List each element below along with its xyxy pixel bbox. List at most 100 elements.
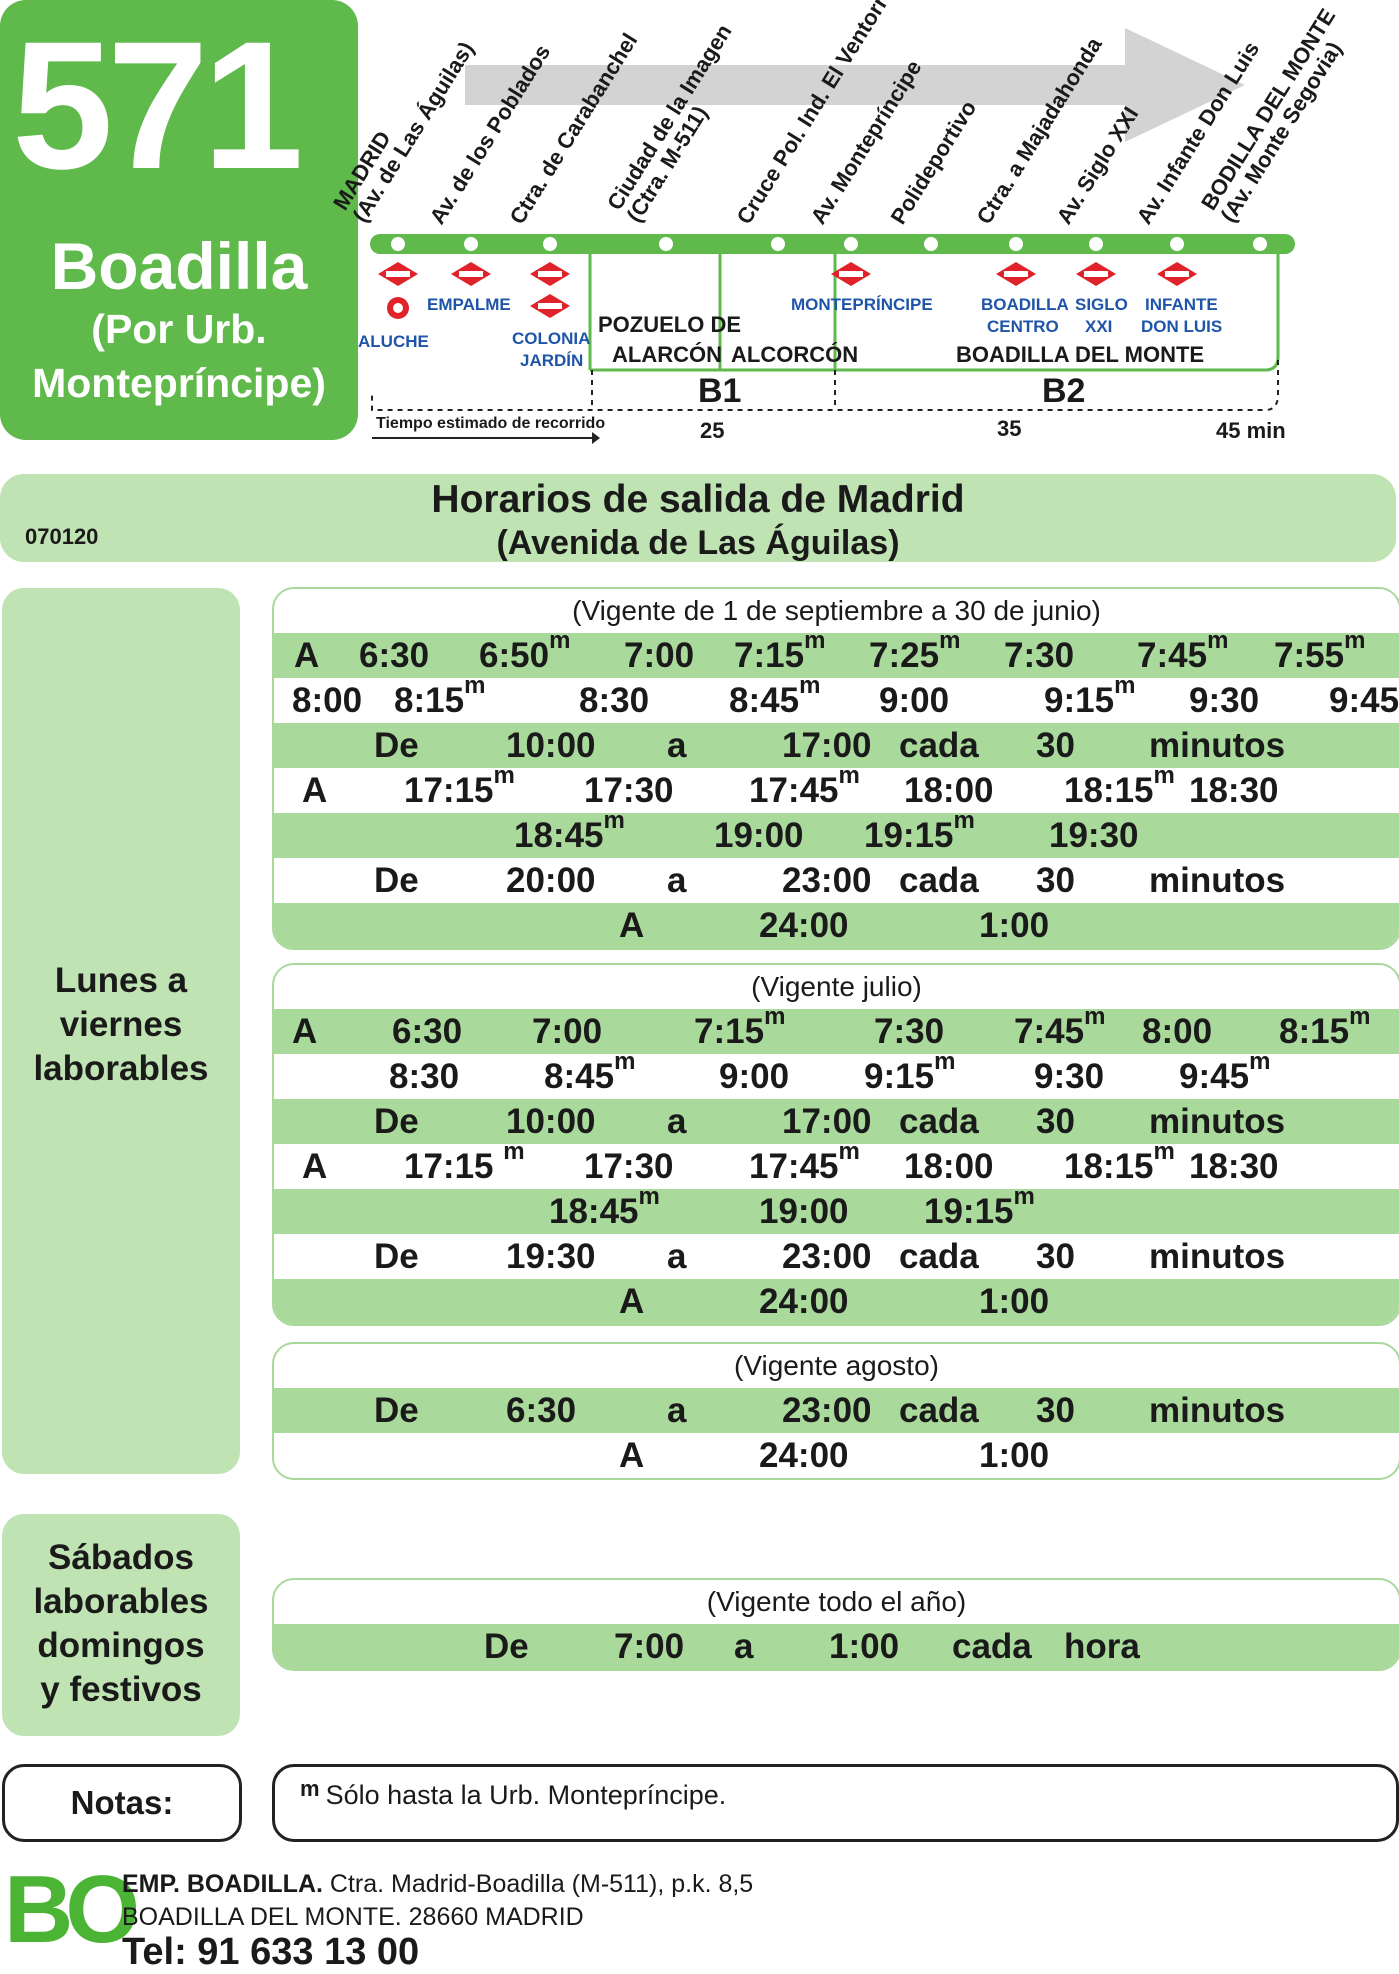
schedule-time: 24:00 — [759, 906, 849, 945]
schedule-time: 9:00 — [719, 1057, 790, 1096]
schedule-time: 18:00 — [904, 1147, 994, 1186]
schedule-cell: 7:30 — [1004, 633, 1074, 678]
schedule-cell: 7:00 — [624, 633, 694, 678]
schedule-cell: cada — [899, 723, 979, 768]
route-via-line1: (Por Urb. — [91, 306, 267, 352]
schedule-cell: 7:00 — [532, 1009, 602, 1054]
schedule-cell: 30 — [1036, 1099, 1075, 1144]
schedule-time: 7:45 — [1014, 1012, 1085, 1051]
schedule-time: 1:00 — [979, 906, 1050, 945]
schedule-time: 20:00 — [506, 861, 596, 900]
route-badge — [0, 0, 358, 440]
schedule-cell: 24:00 — [759, 1279, 849, 1324]
partial-route-mark: m — [838, 762, 860, 789]
partial-route-mark: m — [638, 1183, 660, 1210]
partial-route-mark: m — [1084, 1003, 1106, 1030]
schedule-time: a — [667, 1102, 687, 1141]
partial-route-mark: m — [603, 807, 625, 834]
schedule-time: 1:00 — [979, 1436, 1050, 1475]
schedule-cell: a — [667, 1234, 686, 1279]
connection-boadilla-centro-2: CENTRO — [987, 317, 1059, 336]
partial-route-mark: m — [1013, 1183, 1035, 1210]
weekdays-label-box: Lunes a viernes laborables — [2, 588, 240, 1474]
route-via-line2: Montepríncipe) — [32, 360, 326, 406]
schedule-time: De — [484, 1627, 529, 1666]
schedule-cell: 9:30 — [1189, 678, 1259, 723]
schedule-time: A — [619, 1282, 645, 1321]
schedule-cell: 30 — [1036, 858, 1075, 903]
partial-route-mark: m — [1153, 762, 1175, 789]
schedule-time: 8:45 — [544, 1057, 615, 1096]
schedule-time: 7:30 — [1004, 636, 1075, 675]
schedule-time: a — [667, 1237, 687, 1276]
schedule-time: A — [619, 906, 645, 945]
route-diagram — [370, 234, 1295, 444]
schedule-time: 17:15 — [404, 771, 494, 810]
schedule-time: cada — [899, 1391, 979, 1430]
schedule-cell: 6:30 — [359, 633, 429, 678]
connection-infante-1: INFANTE — [1145, 295, 1218, 314]
schedule-validity: (Vigente todo el año) — [706, 1586, 967, 1617]
schedule-cell: 8:00 — [292, 678, 362, 723]
partial-route-mark: m — [1153, 1138, 1175, 1165]
schedule-cell: 18:45m — [549, 1185, 660, 1234]
schedule-cell: A — [619, 1433, 644, 1478]
schedule-cell: 17:00 — [782, 723, 872, 768]
schedule-cell: 20:00 — [506, 858, 596, 903]
schedule-cell: 18:15m — [1064, 764, 1175, 813]
schedule-cell: A — [302, 1144, 327, 1189]
schedule-time: A — [302, 771, 328, 810]
schedule-cell: minutos — [1149, 723, 1285, 768]
schedule-validity: (Vigente julio) — [751, 971, 922, 1002]
page-subtitle: (Avenida de Las Águilas) — [496, 524, 900, 562]
schedule-time: 18:00 — [904, 771, 994, 810]
schedule-time: 17:30 — [584, 771, 674, 810]
schedule-time: 7:00 — [614, 1627, 685, 1666]
schedule-time: A — [294, 636, 320, 675]
schedule-cell: De — [374, 1099, 419, 1144]
schedule-row: A 24:00 1:00 — [274, 1279, 1399, 1324]
schedule-cell: 8:15m — [1279, 1005, 1370, 1054]
schedule-time: 7:25 — [869, 636, 940, 675]
schedule-time: 10:00 — [506, 1102, 596, 1141]
schedule-time: 18:45 — [549, 1192, 639, 1231]
company-line: EMP. BOADILLA. Ctra. Madrid-Boadilla (M-… — [122, 1870, 753, 1899]
schedule-time: A — [302, 1147, 328, 1186]
schedule-time: 9:45 — [1179, 1057, 1250, 1096]
municipality-pozuelo-1: POZUELO DE — [598, 312, 742, 337]
connection-infante-2: DON LUIS — [1141, 317, 1223, 336]
schedule-time: 24:00 — [759, 1282, 849, 1321]
company-name: EMP. BOADILLA. — [122, 1870, 323, 1898]
partial-route-mark: m — [953, 807, 975, 834]
schedule-cell: 9:15m — [864, 1050, 955, 1099]
schedule-time: 30 — [1036, 1391, 1075, 1430]
schedule-time: 17:00 — [782, 726, 872, 765]
schedule-time: 8:15 — [1279, 1012, 1350, 1051]
partial-route-mark: m — [1114, 672, 1136, 699]
weekdays-label-line: viernes — [59, 1005, 183, 1044]
connection-siglo-xxi-1: SIGLO — [1075, 295, 1128, 314]
schedule-cell: 1:00 — [979, 1279, 1049, 1324]
schedule-cell: minutos — [1149, 1388, 1285, 1433]
schedule-cell: 8:00 — [1142, 1009, 1212, 1054]
schedule-time: 19:00 — [759, 1192, 849, 1231]
partial-route-mark: m — [1249, 1048, 1271, 1075]
schedule-time: 9:30 — [1189, 681, 1260, 720]
schedule-time: 19:30 — [506, 1237, 596, 1276]
schedule-cell: hora — [1064, 1624, 1140, 1669]
notes-label: Notas: — [2, 1764, 242, 1842]
schedule-cell: 19:00 — [759, 1189, 849, 1234]
connection-colonia-jardin-1: COLONIA — [512, 329, 591, 348]
schedule-cell: 18:00 — [904, 768, 994, 813]
